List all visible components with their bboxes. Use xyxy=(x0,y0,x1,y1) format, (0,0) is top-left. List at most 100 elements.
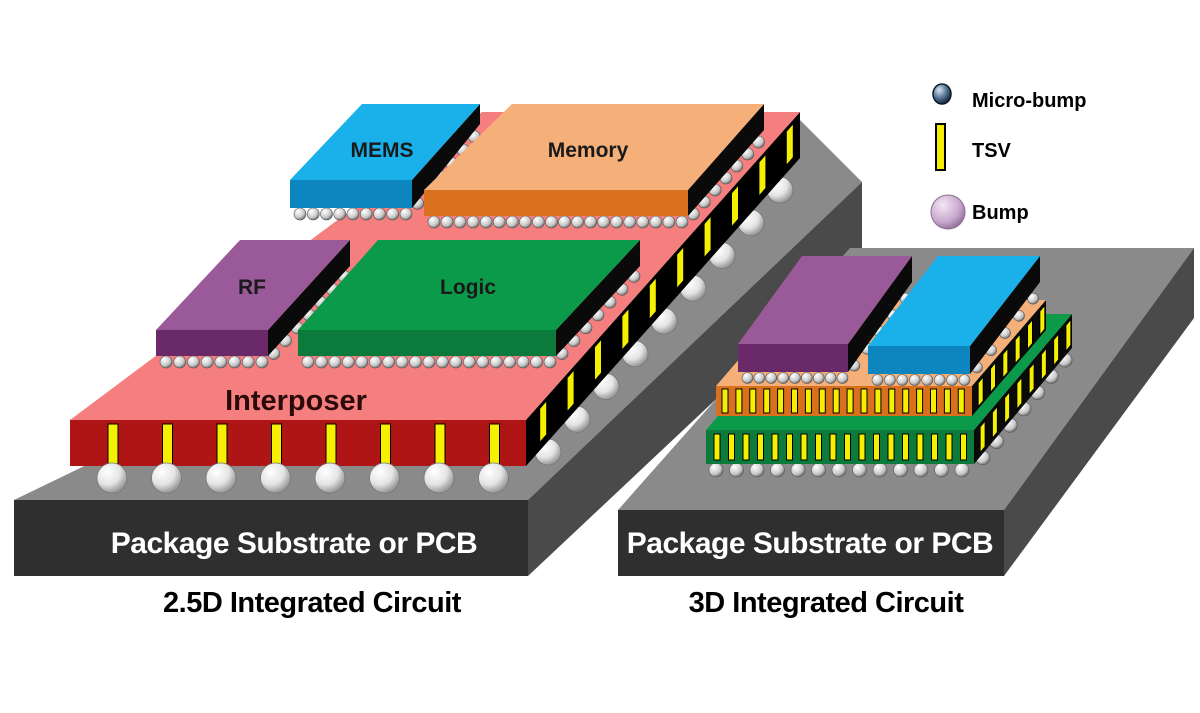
stack-chip-purple-front xyxy=(738,344,848,372)
bump xyxy=(96,462,128,494)
chip-rf-front xyxy=(156,330,268,356)
substrate-label-3d: Package Substrate or PCB xyxy=(627,527,993,560)
micro-bump xyxy=(214,355,228,369)
micro-bump xyxy=(301,355,315,369)
tsv xyxy=(957,388,965,414)
bump xyxy=(369,462,400,494)
caption-3d: 3D Integrated Circuit xyxy=(689,587,965,619)
tsv xyxy=(594,337,602,383)
micro-bump xyxy=(530,355,543,369)
micro-bump xyxy=(789,372,801,384)
tsv xyxy=(713,433,721,461)
micro-bump xyxy=(492,215,506,229)
stack-chip-purple-side xyxy=(848,256,912,372)
tsv xyxy=(777,388,785,414)
tsv xyxy=(162,423,173,465)
tsv xyxy=(977,375,984,409)
micro-bump xyxy=(395,355,409,369)
tsv xyxy=(991,404,998,440)
micro-bumps-blue xyxy=(871,292,1039,386)
tsv xyxy=(916,433,924,461)
micro-bump xyxy=(675,215,689,229)
tsv xyxy=(749,388,757,414)
micro-bump xyxy=(801,372,813,384)
tsv xyxy=(943,388,951,414)
tsv xyxy=(676,245,685,290)
tsv xyxy=(742,433,750,461)
micro-bump xyxy=(765,372,778,384)
micro-bump xyxy=(346,207,360,221)
micro-bump xyxy=(506,215,519,229)
interposer-label: Interposer xyxy=(225,385,367,417)
chip-mems-label: MEMS xyxy=(351,139,414,162)
micro-bump xyxy=(399,207,413,221)
tsv xyxy=(931,433,938,461)
tsv xyxy=(731,183,739,229)
chip-rf-label: RF xyxy=(238,276,266,299)
substrate-right-side-2-5d xyxy=(528,182,862,576)
tsv xyxy=(728,433,735,461)
caption-2-5d: 2.5D Integrated Circuit xyxy=(163,587,462,619)
micro-bump xyxy=(649,215,663,229)
legend-item-tsv: TSV xyxy=(935,123,1012,171)
tsv xyxy=(703,214,712,260)
micro-bump xyxy=(623,215,637,229)
bump xyxy=(151,462,182,494)
tsv-green-side xyxy=(979,317,1072,455)
tsv xyxy=(815,433,822,461)
chip-rf-top xyxy=(156,240,350,330)
micro-bump xyxy=(373,207,386,221)
legend: Micro-bump TSV Bump xyxy=(930,83,1086,230)
micro-bumps-logic xyxy=(301,270,641,369)
micro-bump xyxy=(532,215,545,229)
tsv xyxy=(271,423,282,465)
micro-bump xyxy=(545,215,558,229)
chip-rf: RF xyxy=(156,240,351,369)
tsv xyxy=(107,423,119,465)
micro-bump xyxy=(328,355,342,369)
micro-bump xyxy=(777,372,789,384)
legend-item-micro-bump: Micro-bump xyxy=(932,83,1086,112)
tsv xyxy=(735,388,743,414)
micro-bump xyxy=(479,215,493,229)
tsv-side-2-5d xyxy=(539,122,794,444)
micro-bump xyxy=(708,462,724,478)
tsv xyxy=(621,306,630,352)
chip-memory-label: Memory xyxy=(548,139,629,162)
stack-chip-purple-top xyxy=(738,256,912,344)
bump-icon xyxy=(930,194,966,230)
tsv xyxy=(844,433,851,461)
micro-bump xyxy=(333,207,347,221)
micro-bump xyxy=(871,374,884,386)
tsv xyxy=(380,423,391,465)
micro-bump xyxy=(228,355,241,369)
micro-bump xyxy=(884,374,896,386)
stack-chip-blue-side xyxy=(970,256,1040,374)
micro-bump xyxy=(896,374,909,386)
tsv xyxy=(786,433,793,461)
micro-bump xyxy=(831,462,847,478)
tsv xyxy=(791,388,798,414)
micro-bump xyxy=(946,374,958,386)
micro-bump xyxy=(453,215,467,229)
micro-bump xyxy=(571,215,584,229)
micro-bump xyxy=(836,372,849,384)
tsv-front-2-5d xyxy=(107,423,500,465)
chip-memory: Memory xyxy=(424,104,765,229)
legend-label-micro-bump: Micro-bump xyxy=(972,90,1086,112)
micro-bump xyxy=(934,462,949,478)
micro-bump xyxy=(315,355,328,369)
micro-bump xyxy=(449,355,463,369)
tsv xyxy=(960,433,967,461)
legend-label-tsv: TSV xyxy=(972,140,1012,162)
tsv-orange-front xyxy=(721,388,965,414)
micro-bump xyxy=(824,372,837,384)
tsv xyxy=(858,433,866,461)
micro-bump xyxy=(811,462,826,478)
micro-bump xyxy=(440,215,454,229)
stack-layer-green-side xyxy=(974,314,1072,464)
micro-bump xyxy=(187,355,200,369)
micro-bump xyxy=(503,355,516,369)
micro-bump xyxy=(427,215,441,229)
